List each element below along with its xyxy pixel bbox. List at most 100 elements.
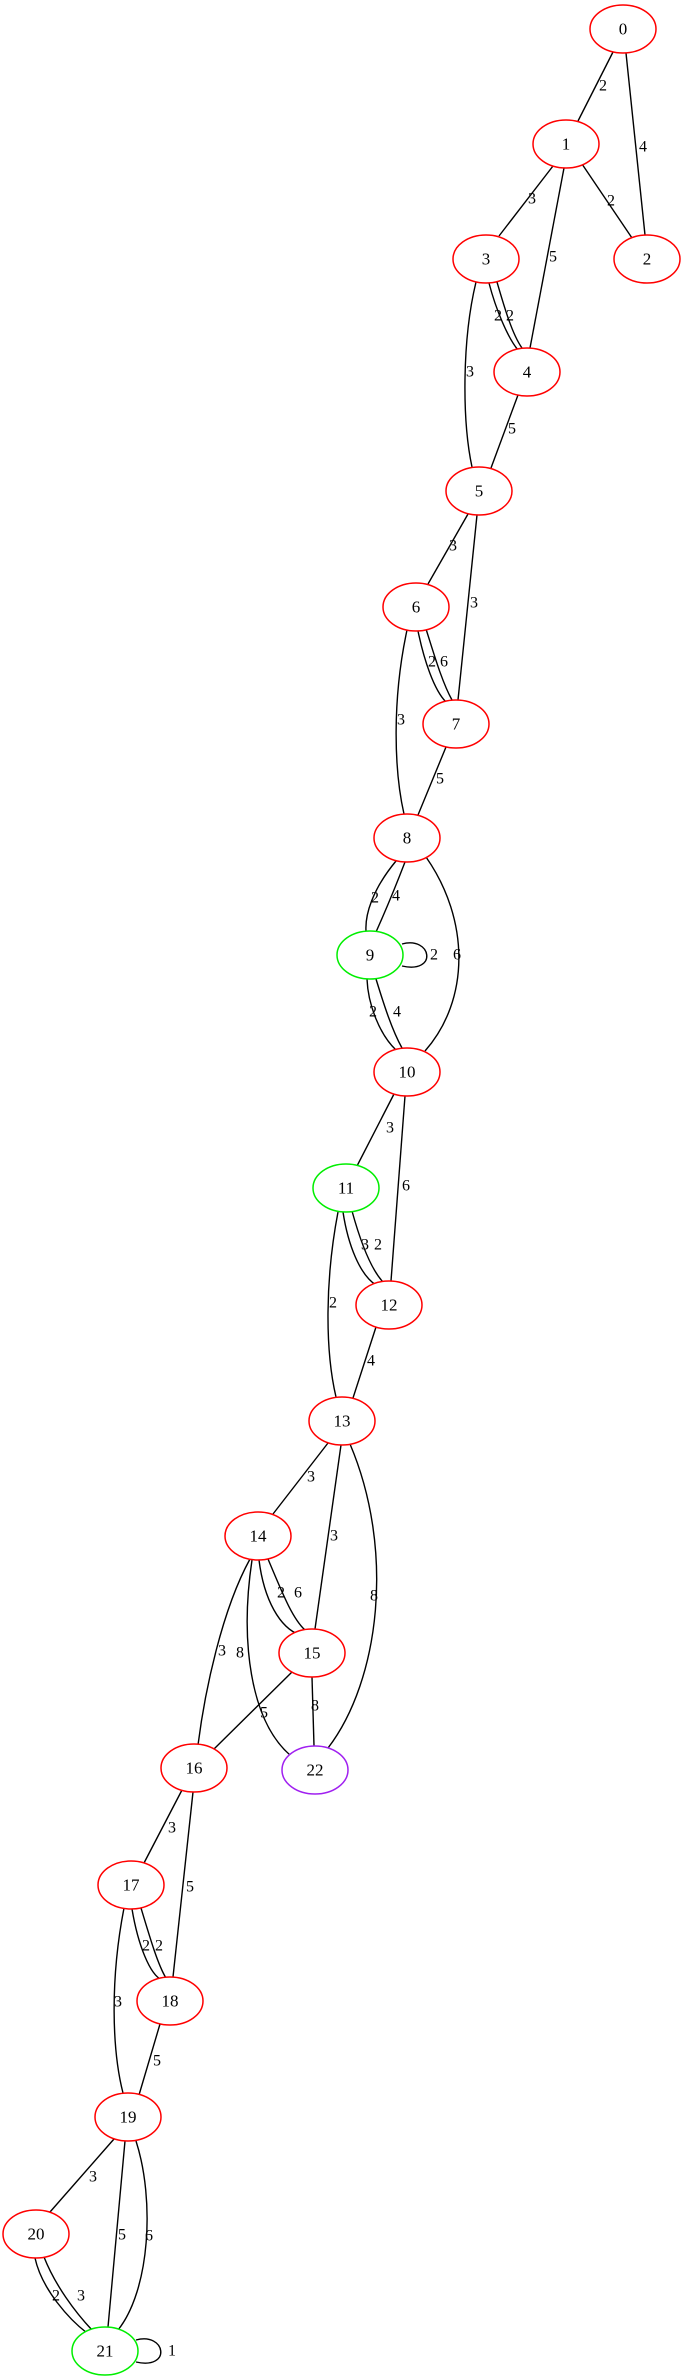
node-ellipse	[613, 234, 681, 284]
edge-9-10	[366, 978, 397, 1051]
edge-8-10	[424, 856, 460, 1052]
node-14: 14	[224, 1511, 292, 1561]
edge-weight-label: 5	[436, 771, 444, 788]
edge-5-6	[427, 513, 469, 585]
node-label: 21	[97, 2342, 114, 2361]
node-ellipse	[589, 4, 657, 54]
node-5: 5	[445, 466, 513, 516]
edge-weight-label: 5	[508, 421, 516, 438]
edge-13-14	[272, 1442, 329, 1515]
edge-weight-label: 4	[639, 139, 647, 156]
node-label: 3	[482, 250, 491, 269]
node-8: 8	[373, 813, 441, 863]
node-ellipse	[382, 582, 450, 632]
edge-weight-label: 2	[430, 947, 438, 964]
edge-weight-label: 3	[361, 1237, 369, 1254]
node-ellipse	[312, 1163, 380, 1213]
edge-weight-label: 2	[369, 1004, 377, 1021]
node-label: 19	[120, 2108, 137, 2127]
edge-0-2	[625, 52, 646, 236]
edge-weight-label: 6	[294, 1585, 302, 1602]
edge-weight-label: 5	[153, 2053, 161, 2070]
node-label: 20	[28, 2225, 45, 2244]
node-label: 0	[619, 20, 628, 39]
node-18: 18	[136, 1976, 204, 2026]
edge-1-4	[529, 167, 565, 349]
node-label: 4	[523, 363, 532, 382]
node-label: 15	[304, 1644, 321, 1663]
node-ellipse	[71, 2326, 139, 2376]
edge-16-17	[143, 1789, 183, 1864]
edge-19-20	[49, 2138, 115, 2213]
edge-17-19	[113, 1907, 125, 2094]
node-label: 16	[186, 1759, 203, 1778]
edge-weight-label: 6	[440, 654, 448, 671]
node-label: 7	[452, 715, 461, 734]
node-17: 17	[97, 1860, 165, 1910]
edge-4-5	[490, 394, 519, 469]
edge-13-22	[327, 1443, 378, 1749]
edge-weight-label: 2	[142, 1938, 150, 1955]
edge-13-15	[314, 1444, 342, 1630]
node-label: 12	[381, 1296, 398, 1315]
edge-weight-label: 3	[386, 1120, 394, 1137]
edge-6-7	[425, 628, 453, 701]
node-ellipse	[355, 1280, 423, 1330]
edge-weight-label: 4	[392, 888, 400, 905]
edge-weight-label: 2	[277, 1585, 285, 1602]
node-label: 13	[334, 1412, 351, 1431]
node-15: 15	[278, 1628, 346, 1678]
edge-15-16	[213, 1671, 293, 1750]
edge-weight-label: 2	[428, 654, 436, 671]
node-10: 10	[373, 1047, 441, 1097]
node-ellipse	[281, 1745, 349, 1795]
edge-15-22	[311, 1676, 315, 1747]
edge-9-10	[375, 978, 403, 1049]
edge-weight-label: 3	[397, 712, 405, 729]
node-6: 6	[382, 582, 450, 632]
node-label: 2	[643, 250, 652, 269]
node-22: 22	[281, 1745, 349, 1795]
node-ellipse	[308, 1396, 376, 1446]
edge-11-12	[351, 1210, 384, 1283]
edge-weight-label: 3	[330, 1528, 338, 1545]
node-label: 9	[366, 946, 375, 965]
node-ellipse	[94, 2092, 162, 2142]
edge-3-4	[496, 281, 523, 349]
node-19: 19	[94, 2092, 162, 2142]
edge-weight-label: 2	[494, 308, 502, 325]
edge-weight-label: 2	[371, 890, 379, 907]
node-ellipse	[373, 813, 441, 863]
edge-14-15	[267, 1558, 306, 1631]
node-label: 14	[250, 1527, 268, 1546]
node-label: 11	[338, 1179, 354, 1198]
edge-8-9	[375, 861, 406, 933]
edge-weight-label: 2	[329, 1295, 337, 1312]
edge-16-18	[172, 1791, 194, 1978]
edge-14-22	[246, 1559, 291, 1756]
node-13: 13	[308, 1396, 376, 1446]
node-ellipse	[452, 234, 520, 284]
edge-weight-label: 3	[528, 191, 536, 208]
edge-weight-label: 2	[374, 1237, 382, 1254]
node-ellipse	[532, 119, 600, 169]
edge-21-21	[135, 2338, 162, 2364]
node-label: 5	[475, 482, 484, 501]
edge-weight-label: 3	[89, 2169, 97, 2186]
node-ellipse	[336, 930, 404, 980]
edge-20-21	[34, 2257, 88, 2334]
edge-18-19	[138, 2023, 161, 2096]
edge-weight-label: 2	[155, 1938, 163, 1955]
edge-11-13	[327, 1211, 339, 1398]
node-ellipse	[493, 347, 561, 397]
edge-weight-label: 5	[549, 249, 557, 266]
edge-20-21	[43, 2256, 93, 2331]
node-11: 11	[312, 1163, 380, 1213]
edge-1-2	[581, 163, 633, 239]
edge-0-1	[577, 51, 614, 122]
edge-weight-label: 3	[466, 364, 474, 381]
edge-weight-label: 3	[77, 2288, 85, 2305]
edge-7-8	[417, 746, 447, 816]
